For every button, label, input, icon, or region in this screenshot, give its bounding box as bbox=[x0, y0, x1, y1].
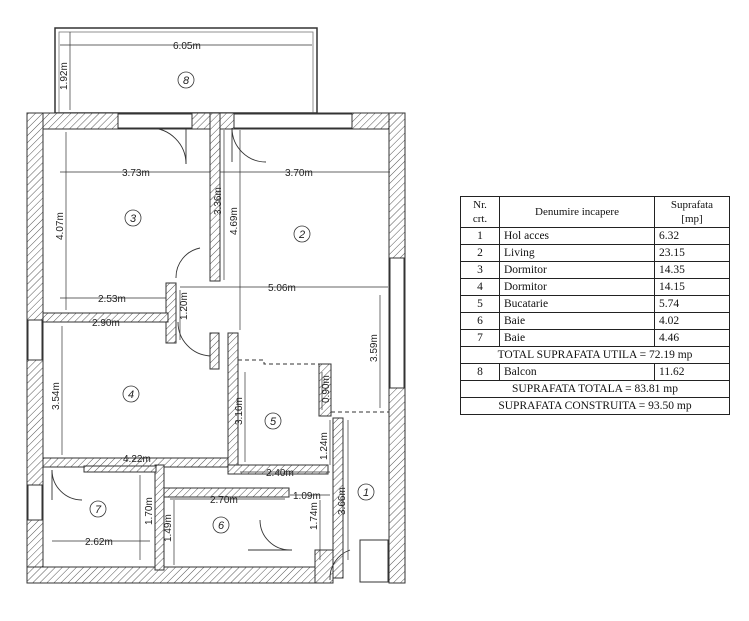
header-nr: Nr. crt. bbox=[460, 196, 500, 228]
room-2-number: 2 bbox=[298, 229, 305, 241]
area-table: Nr. crt. Denumire incapere Suprafata [mp… bbox=[460, 196, 730, 415]
row-nr: 4 bbox=[460, 278, 500, 296]
dim-entry-height: 3.66m bbox=[337, 487, 348, 515]
row-name: Balcon bbox=[499, 363, 655, 381]
dim-hall-width: 5.06m bbox=[268, 283, 296, 294]
doors bbox=[51, 127, 351, 581]
row-area: 11.62 bbox=[654, 363, 730, 381]
dim-room2-height: 4.69m bbox=[229, 207, 240, 235]
area-table-container: Nr. crt. Denumire incapere Suprafata [mp… bbox=[460, 196, 730, 415]
dim-bath6-step: 1.09m bbox=[293, 491, 321, 502]
table-row: 8 Balcon 11.62 bbox=[460, 363, 730, 381]
room-5-number: 5 bbox=[270, 416, 277, 428]
row-nr: 6 bbox=[460, 312, 500, 330]
dim-kitchen-step: 1.24m bbox=[319, 432, 330, 460]
row-name: Living bbox=[499, 244, 655, 262]
room-6-number: 6 bbox=[218, 520, 225, 532]
table-header-row: Nr. crt. Denumire incapere Suprafata [mp… bbox=[460, 196, 730, 228]
total-area: SUPRAFATA TOTALA = 83.81 mp bbox=[460, 380, 730, 398]
room-markers bbox=[89, 71, 375, 534]
row-name: Dormitor bbox=[499, 261, 655, 279]
dim-bath6-door: 1.74m bbox=[309, 502, 320, 530]
room-7-number: 7 bbox=[95, 504, 102, 516]
row-name: Baie bbox=[499, 312, 655, 330]
dim-balcony-depth: 1.92m bbox=[59, 62, 70, 90]
dimension-labels: 6.05m 1.92m 3.73m 3.70m 4.07m 3.36m 4.69… bbox=[51, 41, 380, 548]
row-area: 5.74 bbox=[654, 295, 730, 313]
total-row: SUPRAFATA TOTALA = 83.81 mp bbox=[460, 380, 730, 398]
row-name: Baie bbox=[499, 329, 655, 347]
dim-room2-width: 3.70m bbox=[285, 168, 313, 179]
row-area: 14.35 bbox=[654, 261, 730, 279]
row-area: 4.46 bbox=[654, 329, 730, 347]
row-nr: 2 bbox=[460, 244, 500, 262]
room-1-number: 1 bbox=[363, 487, 369, 499]
table-row: 1 Hol acces 6.32 bbox=[460, 227, 730, 245]
dim-kitchen-height: 3.16m bbox=[234, 397, 245, 425]
dim-kitchen-width: 2.40m bbox=[266, 468, 294, 479]
dim-bath6-width: 2.70m bbox=[210, 495, 238, 506]
dim-hall-left: 2.53m bbox=[98, 294, 126, 305]
room-3-number: 3 bbox=[130, 213, 137, 225]
table-row: 4 Dormitor 14.15 bbox=[460, 278, 730, 296]
total-util: TOTAL SUPRAFATA UTILA = 72.19 mp bbox=[460, 346, 730, 364]
dim-hall-post: 1.20m bbox=[179, 292, 190, 320]
row-area: 23.15 bbox=[654, 244, 730, 262]
hall-boundary bbox=[238, 359, 389, 413]
dim-room4-width: 4.22m bbox=[123, 454, 151, 465]
row-name: Dormitor bbox=[499, 278, 655, 296]
dim-room3-width: 3.73m bbox=[122, 168, 150, 179]
row-nr: 5 bbox=[460, 295, 500, 313]
row-area: 14.15 bbox=[654, 278, 730, 296]
table-row: 6 Baie 4.02 bbox=[460, 312, 730, 330]
row-nr: 3 bbox=[460, 261, 500, 279]
dim-closet-height: 3.36m bbox=[213, 187, 224, 215]
dim-hall-height: 3.59m bbox=[369, 334, 380, 362]
floor-plan: 6.05m 1.92m 3.73m 3.70m 4.07m 3.36m 4.69… bbox=[26, 27, 406, 584]
wall-openings bbox=[27, 113, 405, 583]
dimension-lines bbox=[52, 32, 390, 565]
row-area: 6.32 bbox=[654, 227, 730, 245]
dim-balcony-width: 6.05m bbox=[173, 41, 201, 52]
dim-bath7-height: 1.70m bbox=[144, 497, 155, 525]
total-util-row: TOTAL SUPRAFATA UTILA = 72.19 mp bbox=[460, 346, 730, 364]
dim-kitchen-niche: 0.90m bbox=[321, 375, 332, 403]
constructed-row: SUPRAFATA CONSTRUITA = 93.50 mp bbox=[460, 397, 730, 415]
row-nr: 8 bbox=[460, 363, 500, 381]
row-name: Hol acces bbox=[499, 227, 655, 245]
room-numbers: 8 3 2 4 5 1 6 7 bbox=[95, 75, 369, 532]
row-area: 4.02 bbox=[654, 312, 730, 330]
row-nr: 1 bbox=[460, 227, 500, 245]
row-nr: 7 bbox=[460, 329, 500, 347]
table-row: 2 Living 23.15 bbox=[460, 244, 730, 262]
dim-bath6-height: 1.49m bbox=[163, 514, 174, 542]
dim-room3-height: 4.07m bbox=[55, 212, 66, 240]
dim-room4-height: 3.54m bbox=[51, 382, 62, 410]
table-row: 3 Dormitor 14.35 bbox=[460, 261, 730, 279]
constructed-area: SUPRAFATA CONSTRUITA = 93.50 mp bbox=[460, 397, 730, 415]
row-name: Bucatarie bbox=[499, 295, 655, 313]
dim-room4-top: 2.90m bbox=[92, 318, 120, 329]
header-area: Suprafata [mp] bbox=[654, 196, 730, 228]
room-8-number: 8 bbox=[183, 75, 190, 87]
table-row: 7 Baie 4.46 bbox=[460, 329, 730, 347]
dim-bath7-width: 2.62m bbox=[85, 537, 113, 548]
room-4-number: 4 bbox=[128, 389, 134, 401]
table-row: 5 Bucatarie 5.74 bbox=[460, 295, 730, 313]
header-name: Denumire incapere bbox=[499, 196, 655, 228]
interior-walls bbox=[42, 112, 344, 579]
